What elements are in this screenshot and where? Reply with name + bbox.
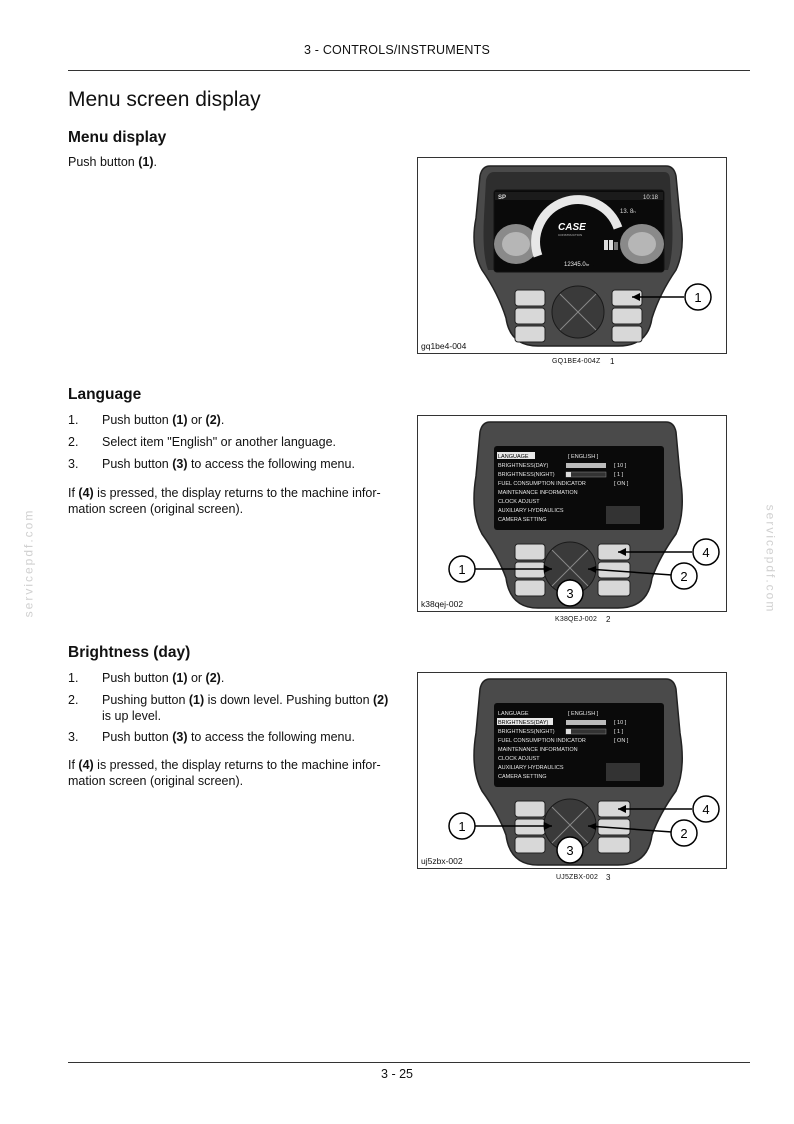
svg-text:[ ENGLISH ]: [ ENGLISH ] (568, 454, 599, 460)
running-header: 3 - CONTROLS/INSTRUMENTS (303, 43, 491, 57)
svg-text:BRIGHTNESS(DAY): BRIGHTNESS(DAY) (498, 720, 548, 726)
callout-4: 4 (702, 545, 709, 560)
svg-text:[ 1 ]: [ 1 ] (614, 472, 624, 478)
heading-menu-display: Menu display (68, 129, 167, 146)
svg-text:BRIGHTNESS(DAY): BRIGHTNESS(DAY) (498, 463, 548, 469)
page-title: Menu screen display (68, 88, 261, 111)
figure-caption: GQ1BE4-004Z (552, 358, 601, 365)
heading-language: Language (68, 386, 142, 403)
svg-text:CLOCK ADJUST: CLOCK ADJUST (498, 756, 540, 762)
language-menu-list: LANGUAGE [ ENGLISH ] BRIGHTNESS(DAY) [ 10 … (498, 454, 629, 523)
figure-number: 2 (606, 615, 611, 624)
target-button-1 (611, 289, 643, 307)
svg-text:LANGUAGE: LANGUAGE (498, 711, 529, 717)
svg-text:BRIGHTNESS(NIGHT): BRIGHTNESS(NIGHT) (498, 729, 555, 735)
svg-text:[ ON ]: [ ON ] (614, 738, 629, 744)
callout-4: 4 (702, 802, 709, 817)
callout-3: 3 (566, 843, 573, 858)
svg-text:[ 10 ]: [ 10 ] (614, 720, 627, 726)
svg-text:[ 10 ]: [ 10 ] (614, 463, 627, 469)
footer-rule (68, 1062, 750, 1063)
callout-1: 1 (458, 562, 465, 577)
svg-text:CAMERA SETTING: CAMERA SETTING (498, 774, 547, 780)
figure-code: gq1be4-004 (421, 341, 467, 351)
figure-menu-display: SP 10:18 13. 8h CASE CONSTRUCTION 12345.… (417, 157, 727, 354)
svg-text:FUEL CONSUMPTION INDICATOR: FUEL CONSUMPTION INDICATOR (498, 481, 586, 487)
figure-caption: UJ5ZBX-002 (556, 874, 599, 881)
screen-sp: SP (498, 195, 506, 201)
svg-text:[ ENGLISH ]: [ ENGLISH ] (568, 711, 599, 717)
figure-caption: K38QEJ-002 (555, 616, 598, 623)
figure-code: uj5zbx-002 (421, 856, 463, 866)
callout-2: 2 (680, 826, 687, 841)
callout-1: 1 (694, 290, 701, 305)
svg-text:LANGUAGE: LANGUAGE (498, 454, 529, 460)
screen-hourmeter: 12345.0hr (564, 262, 590, 268)
svg-text:[ 1 ]: [ 1 ] (614, 729, 624, 735)
figure-language: LANGUAGE [ ENGLISH ] BRIGHTNESS(DAY) [ 10 … (417, 415, 727, 612)
brand-logo: CASE (558, 222, 586, 233)
svg-text:MAINTENANCE INFORMATION: MAINTENANCE INFORMATION (498, 490, 578, 496)
screen-time: 10:18 (643, 195, 659, 201)
brightness-note: If (4) is pressed, the display returns t… (68, 758, 381, 788)
monitor-brightness-illustration: LANGUAGE [ ENGLISH ] BRIGHTNESS(DAY) [ 10 … (448, 678, 720, 866)
figure-brightness-day: LANGUAGE [ ENGLISH ] BRIGHTNESS(DAY) [ 10 … (417, 672, 727, 869)
svg-text:CAMERA SETTING: CAMERA SETTING (498, 517, 547, 523)
brightness-menu-list: LANGUAGE [ ENGLISH ] BRIGHTNESS(DAY) [ 10 … (498, 711, 629, 780)
svg-text:CLOCK ADJUST: CLOCK ADJUST (498, 499, 540, 505)
svg-text:FUEL CONSUMPTION INDICATOR: FUEL CONSUMPTION INDICATOR (498, 738, 586, 744)
figure-code: k38qej-002 (421, 599, 464, 609)
svg-text:[ ON ]: [ ON ] (614, 481, 629, 487)
heading-brightness-day: Brightness (day) (68, 644, 191, 661)
brand-sub: CONSTRUCTION (558, 233, 582, 237)
screen-hours-top: 13. 8h (620, 209, 636, 215)
callout-3: 3 (566, 586, 573, 601)
monitor-illustration: SP 10:18 13. 8h CASE CONSTRUCTION 12345.… (473, 165, 712, 347)
language-note: If (4) is pressed, the display returns t… (68, 486, 381, 516)
svg-text:BRIGHTNESS(NIGHT): BRIGHTNESS(NIGHT) (498, 472, 555, 478)
watermark-right: servicepdf.com (763, 504, 778, 614)
menu-display-step: Push button (1). (68, 155, 157, 169)
page-number: 3 - 25 (381, 1067, 413, 1081)
monitor-language-illustration: LANGUAGE [ ENGLISH ] BRIGHTNESS(DAY) [ 10 … (448, 421, 720, 609)
figure-number: 1 (610, 357, 615, 366)
watermark-left: servicepdf.com (21, 508, 36, 618)
svg-text:AUXILIARY HYDRAULICS: AUXILIARY HYDRAULICS (498, 765, 564, 771)
svg-text:MAINTENANCE INFORMATION: MAINTENANCE INFORMATION (498, 747, 578, 753)
callout-1: 1 (458, 819, 465, 834)
svg-text:AUXILIARY HYDRAULICS: AUXILIARY HYDRAULICS (498, 508, 564, 514)
callout-2: 2 (680, 569, 687, 584)
figure-number: 3 (606, 873, 611, 882)
header-rule (68, 70, 750, 71)
